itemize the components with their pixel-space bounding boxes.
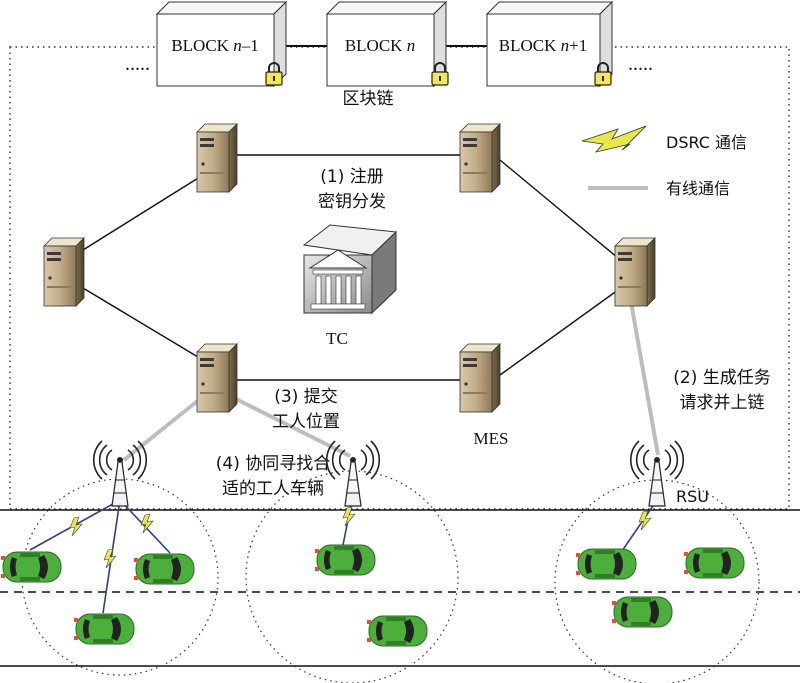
step3-line1: (3) 提交 (274, 387, 337, 407)
step4-line2: 适的工人车辆 (222, 479, 324, 499)
network-boundary (9, 46, 790, 510)
step1-line2: 密钥分发 (318, 192, 386, 212)
mes-label: MES (474, 429, 509, 448)
blockchain: BLOCK n–1 BLOCK n BLOCK n+1 ..... ..... … (125, 0, 653, 109)
rsu-label: RSU (676, 487, 709, 506)
car-icon (314, 544, 376, 576)
tc-building-icon (302, 224, 398, 315)
car-icon (133, 553, 195, 585)
rsu-coverage-middle (245, 470, 459, 683)
server-network-links (82, 154, 619, 381)
dsrc-bolt-icon (69, 516, 83, 537)
block-n-plus-1: BLOCK n+1 (485, 0, 614, 88)
step4-line1: (4) 协同寻找合 (216, 454, 330, 474)
car-icon (366, 615, 428, 647)
dsrc-bolt-icon (638, 510, 652, 531)
rsu-coverage-left (21, 478, 219, 676)
dsrc-legend-icon (581, 125, 647, 153)
mes-server-icon (459, 343, 501, 413)
ellipsis-right: ..... (628, 53, 653, 75)
legend-dsrc-label: DSRC 通信 (666, 133, 747, 152)
block-prefix: BLOCK (499, 36, 561, 55)
step2-line1: (2) 生成任务 (673, 368, 770, 388)
car-icon (683, 547, 745, 579)
tc-label: TC (326, 329, 348, 348)
ellipsis-left: ..... (125, 53, 150, 75)
svg-text:BLOCK n+1: BLOCK n+1 (499, 36, 587, 55)
block-index: n (407, 36, 416, 55)
rsu-left-icon (92, 440, 148, 507)
block-n-minus-1: BLOCK n–1 (155, 0, 288, 88)
svg-text:BLOCK n: BLOCK n (345, 36, 415, 55)
block-prefix: BLOCK (345, 36, 407, 55)
block-suffix: +1 (569, 36, 587, 55)
blockchain-label: 区块链 (343, 89, 394, 109)
server-top-left-icon (196, 123, 238, 193)
dsrc-bolt-icon (140, 513, 154, 534)
block-index: n (233, 36, 242, 55)
block-index: n (561, 36, 570, 55)
car-icon (73, 613, 135, 645)
server-bottom-left-icon (196, 343, 238, 413)
road (0, 509, 800, 667)
step3-line2: 工人位置 (272, 412, 340, 432)
step2-line2: 请求并上链 (680, 393, 765, 413)
car-icon (0, 551, 62, 583)
step1-line1: (1) 注册 (320, 167, 383, 187)
server-right-icon (614, 237, 656, 307)
car-icon (611, 596, 673, 628)
block-prefix: BLOCK (171, 36, 233, 55)
block-suffix: –1 (241, 36, 259, 55)
car-icon (575, 548, 637, 580)
svg-text:BLOCK n–1: BLOCK n–1 (171, 36, 258, 55)
legend-wired-label: 有线通信 (666, 179, 730, 198)
server-top-right-icon (459, 123, 501, 193)
rsu-middle-icon (325, 440, 381, 507)
block-n: BLOCK n (325, 0, 448, 88)
server-left-icon (43, 237, 85, 307)
legend: DSRC 通信 有线通信 (581, 125, 747, 198)
